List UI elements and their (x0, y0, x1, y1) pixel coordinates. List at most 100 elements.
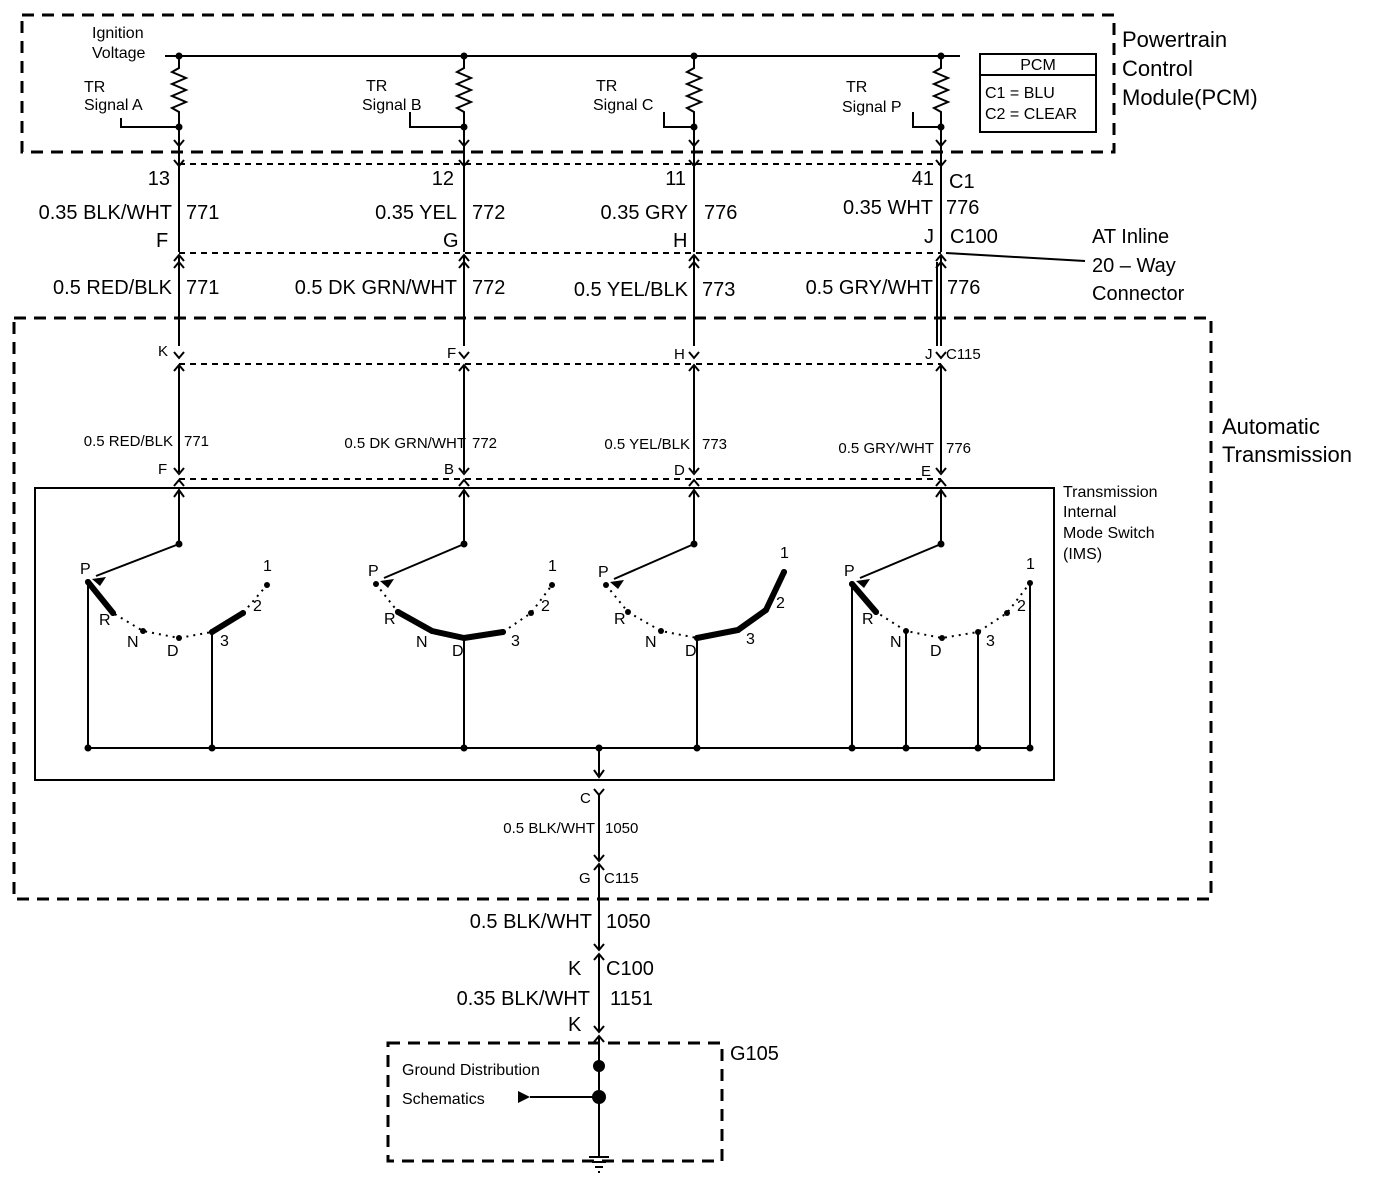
switch-arc (605, 571, 785, 640)
switch-position-label: 2 (776, 595, 785, 612)
ims-pin-b: B (444, 461, 454, 478)
c100-pin-g: G (443, 230, 459, 252)
ground-circuit-final: 1151 (610, 988, 653, 1010)
ground-c100-pin: K (568, 958, 582, 980)
detent-dot (528, 610, 534, 616)
switch-position-label: P (598, 564, 609, 581)
detent-dot (735, 627, 741, 633)
terminal-icon (593, 788, 605, 797)
pcm-legend-title: PCM (1020, 57, 1056, 74)
switch-position-label: 1 (780, 545, 789, 562)
inline-connector-label-1: AT Inline (1092, 226, 1169, 248)
switch-position-label: N (127, 634, 139, 651)
ims-circuit-772: 772 (472, 435, 497, 452)
auto-trans-label-2: Transmission (1222, 442, 1352, 467)
ims-ground-pin: C (580, 790, 591, 807)
terminal-icon (173, 159, 185, 168)
c115-label: C115 (946, 346, 981, 363)
signal-c-label-2: Signal C (593, 97, 653, 114)
ground-c115-pin: G (579, 870, 591, 887)
ground-dist-label-1: Ground Distribution (402, 1062, 540, 1079)
terminal-icon (173, 139, 185, 148)
ims-box (34, 487, 1055, 781)
switch-position-label: 3 (220, 633, 229, 650)
ims-wire-772: 0.5 DK GRN/WHT (344, 435, 466, 452)
switch-position-label: P (844, 563, 855, 580)
wiper-arrow-icon (92, 577, 106, 586)
detent-dot (939, 635, 945, 641)
circuit-773: 776 (704, 202, 737, 224)
detent-dot (176, 635, 182, 641)
signal-p-label-1: TR (846, 79, 867, 96)
ground-circuit-inner: 1050 (605, 820, 638, 837)
pcm-title-1: Powertrain (1122, 27, 1227, 52)
switch-contact (849, 581, 879, 615)
ground-final-pin: K (568, 1014, 582, 1036)
junction-dot (592, 1090, 606, 1104)
c115-pin-j: J (925, 346, 933, 363)
detent-dot (763, 607, 769, 613)
ims-circuit-773: 773 (702, 436, 727, 453)
c100-pin-h: H (673, 230, 687, 252)
switch-position-label: 3 (511, 633, 520, 650)
signal-tap (663, 112, 694, 128)
ims-circuit-771: 771 (184, 433, 209, 450)
c115-pin-h: H (674, 346, 685, 363)
circuit-771: 771 (186, 202, 219, 224)
g105-box (386, 1041, 724, 1163)
signal-p-label-2: Signal P (842, 99, 902, 116)
ims-wire-771: 0.5 RED/BLK (84, 433, 173, 450)
automatic-transmission-box (12, 316, 1213, 901)
arrow-right-icon (518, 1091, 530, 1103)
terminal-icon (593, 943, 605, 952)
trans-circuit-772: 772 (472, 277, 505, 299)
ims-label-2: Internal (1063, 504, 1116, 521)
switch-wiper (859, 543, 942, 579)
ims-wire-773: 0.5 YEL/BLK (604, 436, 690, 453)
resistor-icon (684, 56, 704, 125)
detent-dot (373, 581, 379, 587)
ground-wire-outer-label: 0.5 BLK/WHT (470, 911, 592, 933)
detent-dot (873, 609, 879, 615)
detent-dot (625, 609, 631, 615)
c115-terminal-icons (173, 351, 947, 372)
switch-position-label: 3 (986, 633, 995, 650)
switch-position-label: P (368, 563, 379, 580)
switch-position-label: 2 (253, 598, 262, 615)
terminal-icon (688, 159, 700, 168)
signal-c-group: TR Signal C (593, 56, 704, 131)
terminal-icon (935, 139, 947, 148)
switch-arc (851, 582, 1031, 640)
ground-c115-label: C115 (604, 870, 639, 887)
switch-contact (694, 569, 787, 641)
detent-dot (549, 582, 555, 588)
switch-position-label: 1 (548, 558, 557, 575)
ground-c100-label: C100 (606, 958, 654, 980)
c100-pin-j: J (924, 226, 934, 248)
c100-terminal-icons (173, 253, 947, 269)
c115-pin-f: F (447, 345, 456, 362)
ims-pin-d: D (674, 462, 685, 479)
c1-terminal-icons (173, 139, 947, 168)
ground-circuit-outer: 1050 (606, 911, 651, 933)
signal-a-label-2: Signal A (84, 97, 143, 114)
trans-circuit-771: 771 (186, 277, 219, 299)
trans-circuit-773: 773 (702, 279, 735, 301)
pcm-legend-box (979, 53, 1097, 133)
switch-position-label: D (930, 643, 942, 660)
pin-771: 13 (148, 168, 170, 190)
ims-pin-e: E (921, 463, 931, 480)
switch-position-label: 3 (746, 631, 755, 648)
terminal-icon (593, 1025, 605, 1034)
detent-dot (395, 609, 401, 615)
g105-label: G105 (730, 1043, 779, 1065)
wiper-arrow-icon (380, 579, 394, 588)
terminal-icon (593, 854, 605, 863)
switch-arc (87, 581, 268, 640)
pin-772: 12 (432, 168, 454, 190)
signal-c-label-1: TR (596, 78, 617, 95)
pin-776: 41 (912, 168, 934, 190)
switch-position-label: N (645, 634, 657, 651)
ground-icon (589, 1156, 609, 1173)
